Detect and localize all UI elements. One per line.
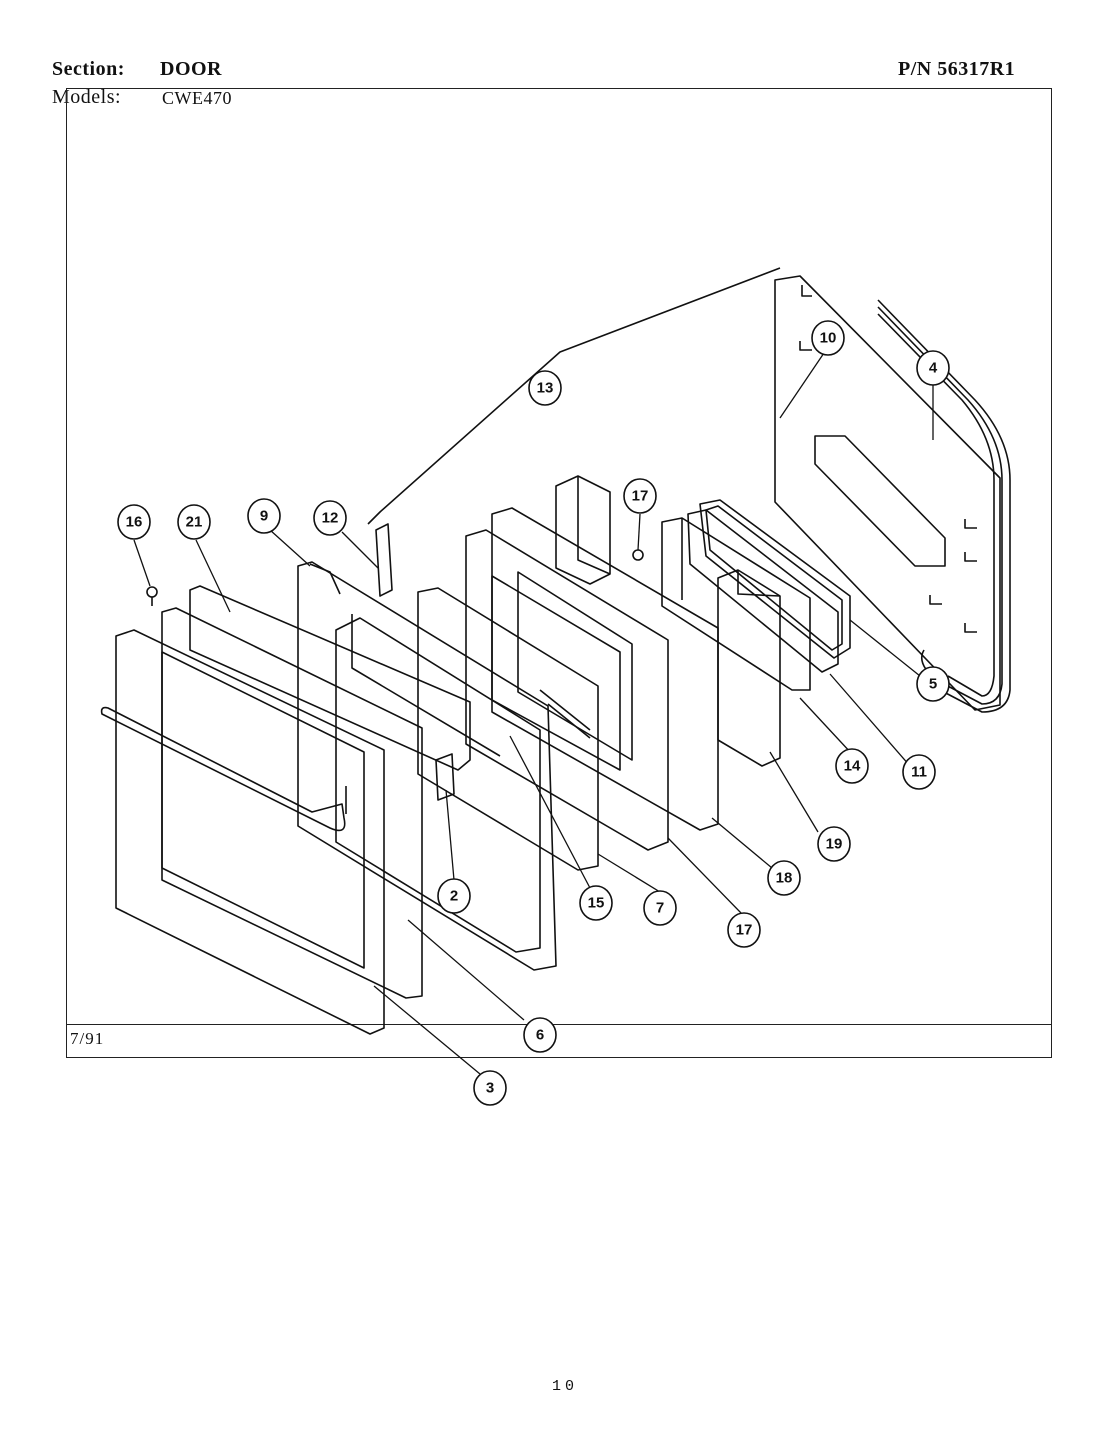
svg-text:21: 21 [186, 514, 203, 531]
leader-lines [133, 349, 934, 1075]
callout-7: 7 [643, 890, 677, 926]
models-value: CWE470 [162, 88, 232, 108]
callouts: 10 4 13 17 16 21 9 12 5 14 11 19 18 2 15… [117, 320, 950, 1106]
svg-text:15: 15 [588, 895, 605, 912]
part-top-block [555, 475, 611, 585]
callout-17-top: 17 [623, 478, 657, 514]
part-insulation-14 [661, 517, 811, 691]
footer-date: 7/91 [70, 1029, 105, 1048]
models-label: Models: [52, 86, 122, 108]
svg-text:17: 17 [632, 488, 649, 505]
svg-text:18: 18 [776, 870, 793, 887]
svg-text:10: 10 [820, 330, 837, 347]
part-number: P/N 56317R1 [898, 58, 1016, 80]
part-outer-door-3 [100, 629, 385, 1035]
callout-17-bottom: 17 [727, 912, 761, 948]
svg-text:2: 2 [450, 888, 458, 905]
callout-18: 18 [767, 860, 801, 896]
callout-19: 19 [817, 826, 851, 862]
svg-text:19: 19 [826, 836, 843, 853]
callout-5: 5 [916, 666, 950, 702]
callout-21: 21 [177, 504, 211, 540]
part-seal-5 [687, 509, 839, 673]
svg-text:14: 14 [844, 758, 861, 775]
svg-text:6: 6 [536, 1027, 544, 1044]
svg-text:7: 7 [656, 900, 664, 917]
part-screw-16 [146, 586, 158, 606]
part-element-tube [877, 299, 1011, 713]
footer-cell [66, 1024, 1052, 1058]
part-panel-6 [161, 607, 423, 999]
callout-13: 13 [528, 370, 562, 406]
svg-text:5: 5 [929, 676, 937, 693]
svg-text:13: 13 [537, 380, 554, 397]
part-inner-panel-17 [465, 529, 669, 851]
callout-10: 10 [811, 320, 845, 356]
callout-4: 4 [916, 350, 950, 386]
callout-15: 15 [579, 885, 613, 921]
svg-text:4: 4 [929, 360, 938, 377]
callout-2: 2 [437, 878, 471, 914]
section-label: Section: [52, 58, 125, 80]
part-bracket-2 [435, 753, 455, 801]
callout-14: 14 [835, 748, 869, 784]
part-glass-7 [417, 587, 599, 871]
section-value: DOOR [160, 58, 222, 80]
svg-text:17: 17 [736, 922, 753, 939]
part-gasket-11 [699, 499, 851, 659]
part-back-panel [774, 275, 1001, 711]
part-screw-17-top [632, 549, 644, 561]
part-insulation-21 [189, 585, 471, 771]
callout-6: 6 [523, 1017, 557, 1053]
callout-16: 16 [117, 504, 151, 540]
callout-3: 3 [473, 1070, 507, 1106]
part-inner-frame-18 [491, 507, 719, 831]
callout-9: 9 [247, 498, 281, 534]
callout-11: 11 [902, 754, 936, 790]
svg-text:12: 12 [322, 510, 339, 527]
leader-13 [367, 267, 781, 525]
part-liner-9 [297, 561, 557, 971]
svg-text:9: 9 [260, 508, 268, 525]
page-number: 10 [552, 1378, 579, 1395]
callout-12: 12 [313, 500, 347, 536]
svg-text:11: 11 [911, 764, 927, 781]
svg-text:3: 3 [486, 1080, 494, 1097]
part-clip-12 [375, 523, 393, 597]
svg-text:16: 16 [126, 514, 143, 531]
